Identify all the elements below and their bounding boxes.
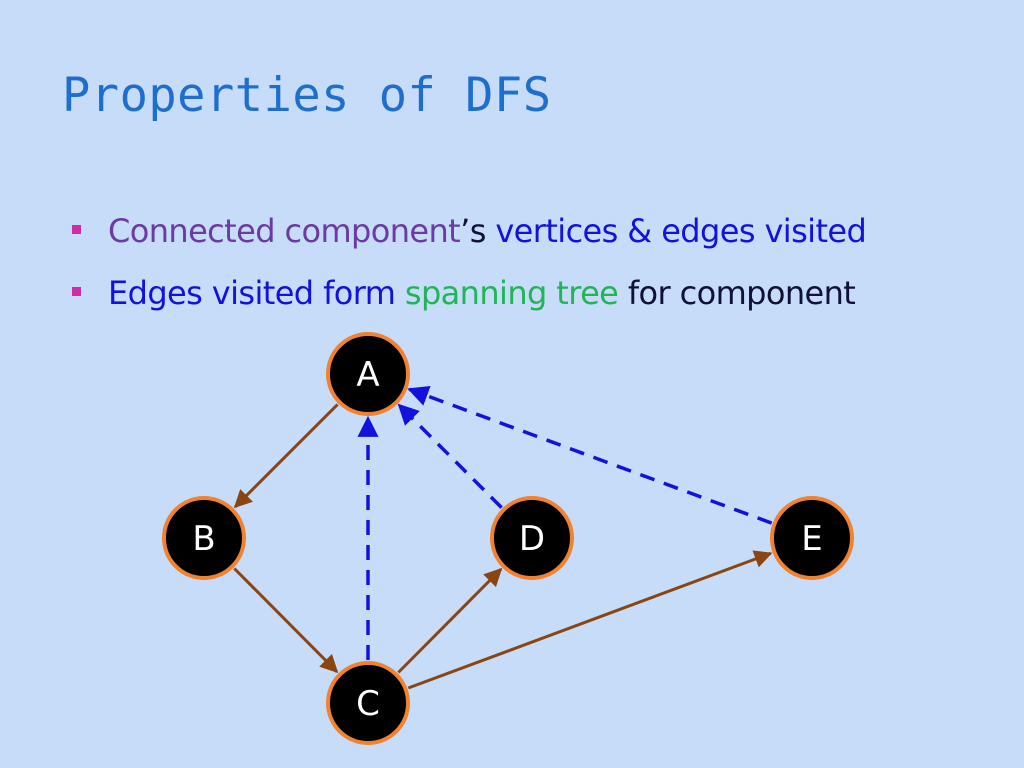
bullet-text: Connected component’s vertices & edges v… <box>108 208 867 254</box>
bullet-term-connected-component: Connected component <box>108 212 461 250</box>
nodes-layer: A B C D E <box>162 332 854 745</box>
back-edge-e-a <box>407 385 773 525</box>
bullet-phrase-for-component: for component <box>618 274 856 312</box>
node-circle <box>162 496 246 580</box>
node-a: A <box>326 332 410 416</box>
tree-edge-b-c <box>233 567 339 674</box>
slide-title: Properties of DFS <box>62 68 552 123</box>
bullet-text: Edges visited form spanning tree for com… <box>108 270 856 316</box>
node-e: E <box>770 496 854 580</box>
tree-edge-c-d <box>397 567 503 674</box>
bullet-phrase-edges-visited: Edges visited form <box>108 274 405 312</box>
node-label: B <box>192 519 215 559</box>
bullet-term-spanning-tree: spanning tree <box>404 274 619 312</box>
edges-layer <box>233 385 773 690</box>
node-circle <box>490 496 574 580</box>
bullet-phrase-vertices-edges: vertices & edges visited <box>495 212 867 250</box>
node-label: A <box>356 355 379 395</box>
tree-edge-a-b <box>233 403 339 509</box>
bullet-marker <box>72 225 81 234</box>
node-label: E <box>801 519 822 559</box>
node-c: C <box>326 661 410 745</box>
node-b: B <box>162 496 246 580</box>
tree-edge-c-e <box>407 550 773 690</box>
node-d: D <box>490 496 574 580</box>
back-edge-d-a <box>397 403 503 509</box>
node-circle <box>770 496 854 580</box>
bullet-possessive: ’s <box>460 212 496 250</box>
node-circle <box>326 661 410 745</box>
node-label: C <box>356 684 380 724</box>
bullet-marker <box>72 287 81 296</box>
node-circle <box>326 332 410 416</box>
node-label: D <box>519 519 545 559</box>
